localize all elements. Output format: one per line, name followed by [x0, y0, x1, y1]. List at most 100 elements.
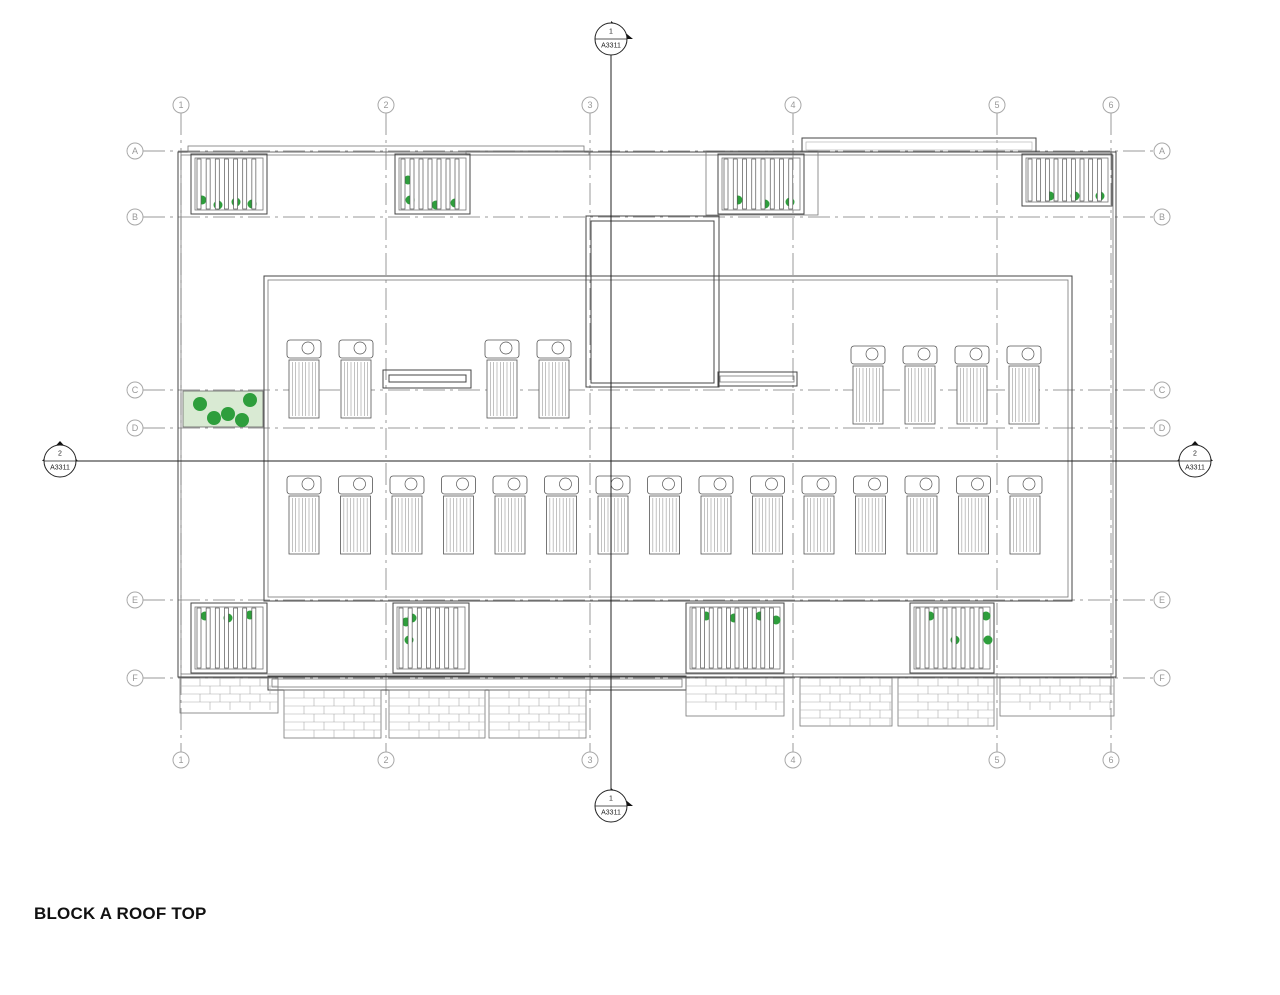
brick-band-8	[999, 677, 1115, 717]
grid-bubble-row-D	[126, 419, 144, 437]
heater-collector	[906, 495, 938, 555]
heater-tank	[853, 475, 888, 495]
planter-fin	[969, 607, 975, 669]
planter-fin	[951, 607, 957, 669]
section-marker-number: 2	[58, 451, 62, 458]
heater-tank-end	[499, 341, 513, 355]
heater-collector	[288, 495, 320, 555]
heater-tank	[492, 475, 528, 495]
heater-tank	[441, 475, 476, 495]
grid-bubble-row-F	[126, 669, 144, 687]
solar-heater-lower-14	[956, 475, 991, 555]
planter-fin	[454, 158, 460, 210]
grid-label-row-C: C	[1159, 385, 1166, 395]
planter-fin	[233, 607, 238, 669]
grid-label-col-4: 4	[790, 755, 795, 765]
grid-bubble-row-D	[1153, 419, 1171, 437]
heater-tank	[850, 345, 886, 365]
grid-bubble-col-5	[988, 96, 1006, 114]
building-outline	[177, 137, 1117, 691]
landscape-plant-1	[193, 397, 207, 411]
solar-heater-lower-11	[801, 475, 837, 555]
planter-7	[685, 602, 785, 674]
solar-heater-lower-5	[492, 475, 528, 555]
solar-heater-lower-6	[544, 475, 579, 555]
grid-label-col-2: 2	[383, 755, 388, 765]
planter-fin	[1062, 158, 1068, 202]
planter-fin	[732, 158, 738, 210]
planter-fin	[416, 607, 422, 669]
planter-fin	[205, 607, 211, 669]
notch-top	[705, 150, 819, 216]
grid-bubble-col-4	[784, 96, 802, 114]
brick-band	[179, 677, 279, 714]
solar-heater-lower-12	[853, 475, 888, 555]
brick-band	[685, 677, 785, 717]
parapet-top-left	[187, 145, 585, 153]
heater-tank	[286, 475, 322, 495]
heater-collector	[803, 495, 835, 555]
grid-label-row-F: F	[1159, 673, 1165, 683]
planter-fin	[751, 607, 757, 669]
grid-label-row-B: B	[1159, 212, 1165, 222]
planter-inner-5	[194, 606, 264, 670]
grid-bubble-col-3	[581, 751, 599, 769]
landscape-plant-5	[235, 413, 249, 427]
grid-lines	[143, 113, 1154, 752]
vent-left-inner	[388, 374, 467, 383]
grid-label-col-4: 4	[790, 100, 795, 110]
grid-bubble-row-C	[126, 381, 144, 399]
heater-tank-end	[919, 477, 933, 491]
planter-fin	[251, 607, 257, 669]
heater-collector	[649, 495, 680, 555]
landscape-plant-4	[207, 411, 221, 425]
grid-label-row-B: B	[132, 212, 138, 222]
heater-tank	[484, 339, 520, 359]
grid-bubble-col-5	[988, 751, 1006, 769]
planter-fin	[742, 158, 747, 210]
heater-tank-end	[551, 341, 565, 355]
grid-bubble-row-B	[126, 208, 144, 226]
grid-bubble-col-4	[784, 751, 802, 769]
heater-collector	[538, 359, 570, 419]
heater-tank	[647, 475, 682, 495]
heater-tank-end	[969, 347, 983, 361]
solar-heater-upper-2	[338, 339, 374, 419]
solar-heater-upper-6	[902, 345, 938, 425]
heater-tank-end	[971, 477, 984, 491]
solar-heater-lower-15	[1007, 475, 1043, 555]
planter-fin	[205, 158, 211, 210]
planter-4	[1021, 153, 1113, 207]
planter-fin	[700, 607, 705, 669]
plant-deck-inner	[267, 279, 1069, 598]
solar-heater-upper-4	[536, 339, 572, 419]
brick-band-4	[488, 689, 587, 739]
heater-tank-end	[353, 341, 367, 355]
planter-inner-6	[396, 606, 466, 670]
planter-fin	[435, 607, 440, 669]
brick-band-2	[283, 689, 382, 739]
grid-bubble-col-6	[1102, 96, 1120, 114]
heater-collector	[340, 495, 371, 555]
heater-collector	[852, 365, 884, 425]
grid-label-row-A: A	[132, 146, 138, 156]
heater-tank-end	[713, 477, 727, 491]
grid-bubble-col-6	[1102, 751, 1120, 769]
heater-tank	[1006, 345, 1042, 365]
planter-fin	[760, 158, 766, 210]
planter-fin	[436, 158, 442, 210]
planters	[182, 153, 1113, 674]
planter-2	[394, 153, 471, 215]
solar-panels	[286, 339, 1043, 555]
brick-band-1	[179, 677, 279, 714]
section-marker-number: 1	[609, 796, 613, 803]
planter-3	[717, 153, 805, 215]
brick-band-3	[388, 689, 486, 739]
landscape-plant-3	[243, 393, 257, 407]
section-marker-number: 1	[609, 29, 613, 36]
heater-tank-end	[559, 477, 572, 491]
solar-heater-upper-8	[1006, 345, 1042, 425]
solar-heater-lower-10	[750, 475, 785, 555]
